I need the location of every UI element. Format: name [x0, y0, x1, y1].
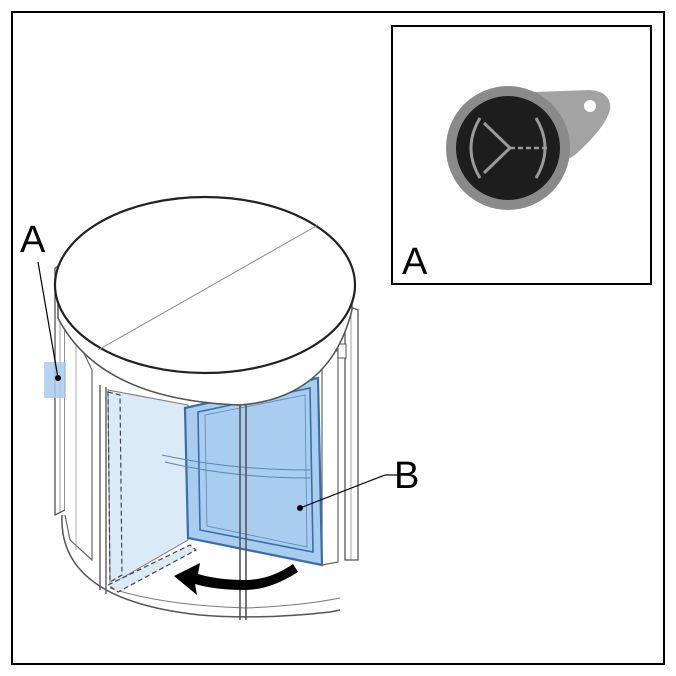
canopy-top	[53, 195, 357, 375]
inset-panel: A	[391, 25, 652, 285]
key-fob-sensor-icon	[446, 86, 611, 210]
callout-line-b	[299, 474, 386, 509]
label-a-inset: A	[402, 241, 428, 283]
revolving-door	[44, 195, 359, 620]
floor-ring	[61, 514, 341, 618]
label-b: B	[394, 455, 419, 497]
rotation-arrow-icon	[174, 563, 298, 595]
left-door-leaf	[107, 391, 123, 584]
sensor-highlight-a	[44, 362, 66, 398]
callout-line-a	[37, 261, 59, 379]
callout-dot-b	[297, 505, 303, 511]
right-wall-inner	[321, 348, 339, 566]
canopy-seam	[97, 224, 319, 351]
floor-ring-inner	[109, 587, 341, 609]
right-side-wall	[344, 304, 359, 561]
label-a-main: A	[20, 219, 46, 261]
door-leaf-b	[183, 376, 324, 567]
